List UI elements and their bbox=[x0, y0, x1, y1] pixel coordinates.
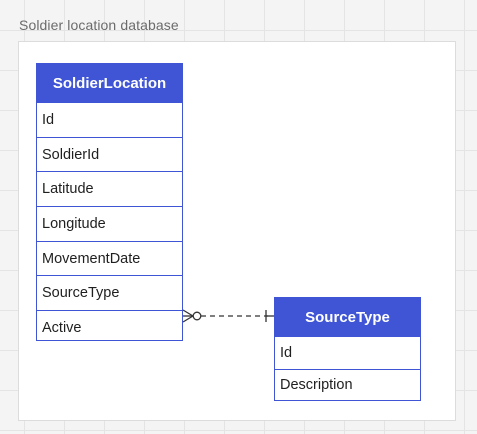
diagram-title: Soldier location database bbox=[19, 17, 179, 33]
entity-field[interactable]: Longitude bbox=[37, 206, 182, 241]
entity-field[interactable]: Active bbox=[37, 310, 182, 345]
entity-field[interactable]: MovementDate bbox=[37, 240, 182, 276]
entity-header[interactable]: SoldierLocation bbox=[37, 64, 182, 102]
entity-field[interactable]: SoldierId bbox=[37, 136, 182, 172]
entity-field[interactable]: Description bbox=[275, 368, 420, 402]
entity-field[interactable]: Id bbox=[37, 102, 182, 137]
entity-soldier-location[interactable]: SoldierLocation Id SoldierId Latitude Lo… bbox=[36, 63, 183, 341]
entity-source-type[interactable]: SourceType Id Description bbox=[274, 297, 421, 401]
entity-field[interactable]: SourceType bbox=[37, 275, 182, 310]
entity-header[interactable]: SourceType bbox=[275, 298, 420, 336]
entity-field[interactable]: Id bbox=[275, 336, 420, 369]
entity-field[interactable]: Latitude bbox=[37, 171, 182, 206]
